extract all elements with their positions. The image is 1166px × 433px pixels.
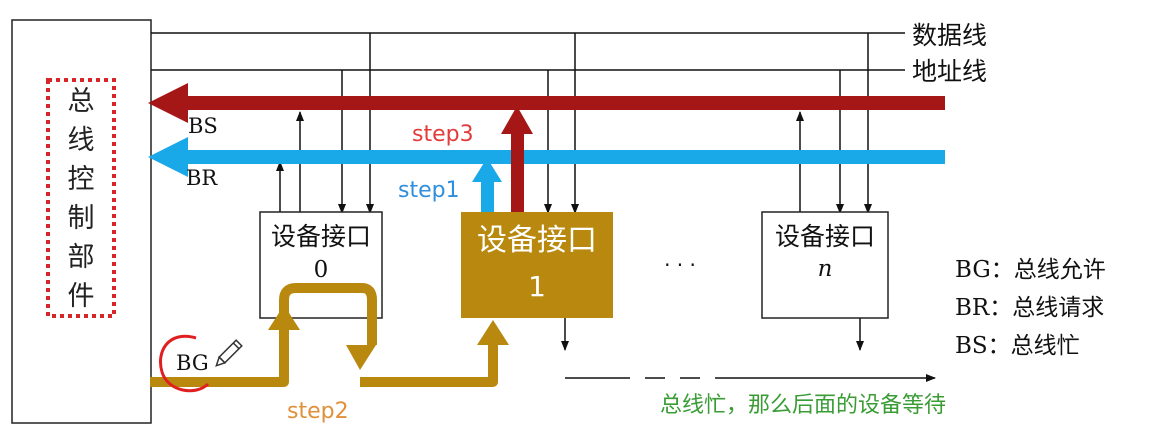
controller-char-0: 总: [68, 86, 95, 117]
step1-label: step1: [398, 178, 460, 203]
devices-ellipsis: · · ·: [664, 253, 696, 277]
device-1-index: 1: [528, 270, 546, 303]
bg-label: BG: [176, 351, 209, 375]
step3-label: step3: [412, 122, 474, 147]
step2-arrowheads: [268, 305, 509, 370]
controller-char-4: 部: [68, 242, 95, 273]
device-n-index: n: [818, 256, 833, 282]
controller-char-1: 线: [68, 125, 95, 156]
controller-char-3: 制: [68, 203, 95, 234]
controller-char-2: 控: [68, 164, 95, 195]
step2-label: step2: [287, 399, 349, 424]
legend: BG：总线允许 BR：总线请求 BS：总线忙: [955, 257, 1106, 359]
controller-char-5: 件: [68, 281, 95, 312]
pencil-icon: [215, 339, 243, 367]
controller-label-border: [46, 78, 116, 318]
device-interface-0: 设备接口 0: [259, 211, 383, 319]
step1-arrow: [472, 158, 502, 212]
step3-arrow: [501, 106, 533, 212]
br-bus-arrow: [148, 137, 945, 177]
bs-bus-arrow: [148, 83, 945, 123]
legend-bs: BS：总线忙: [955, 333, 1080, 359]
device-interface-1: 设备接口 1: [461, 212, 613, 318]
device-n-title: 设备接口: [775, 222, 875, 251]
device-0-title: 设备接口: [271, 222, 371, 251]
waiting-note: 总线忙，那么后面的设备等待: [660, 393, 946, 418]
bus-controller: 总 线 控 制 部 件: [11, 19, 152, 424]
device-0-index: 0: [314, 257, 329, 283]
legend-bg: BG：总线允许: [955, 257, 1106, 283]
bs-label: BS: [188, 114, 218, 138]
device-1-title: 设备接口: [477, 223, 597, 258]
legend-br: BR：总线请求: [955, 295, 1104, 321]
br-label: BR: [186, 166, 218, 190]
device-interface-n: 设备接口 n: [761, 211, 889, 319]
bg-annotation-circle: [159, 334, 210, 393]
data-bus-label: 数据线: [912, 21, 987, 50]
bus-lines: [151, 32, 905, 71]
step2-grant-path: [150, 283, 498, 387]
address-bus-label: 地址线: [912, 57, 987, 86]
